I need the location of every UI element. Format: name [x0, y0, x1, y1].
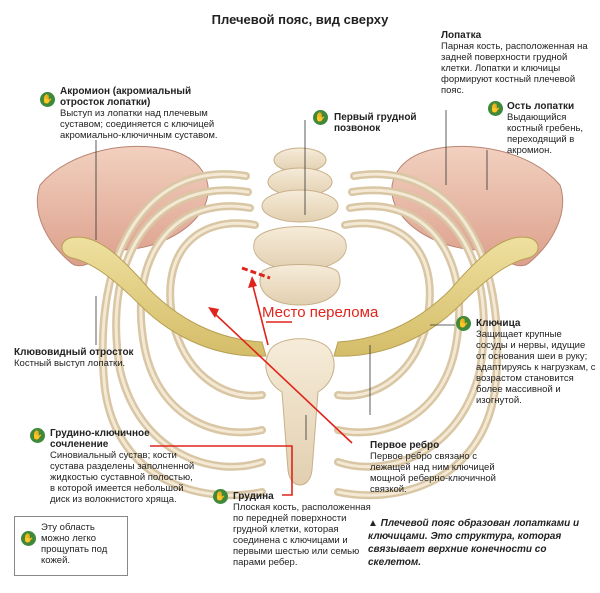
- label-acromion: Акромион (акромиальный отросток лопатки)…: [60, 86, 218, 141]
- label-first-thoracic-vertebra: Первый грудной позвонок: [334, 112, 417, 134]
- label-first-rib: Первое ребро Первое ребро связано с лежа…: [370, 440, 496, 495]
- bone-hand-icon: ✋: [40, 92, 55, 107]
- label-sternum: Грудина Плоская кость, расположенная по …: [233, 491, 371, 568]
- bone-hand-icon: ✋: [456, 316, 471, 331]
- label-sternoclavicular-joint: Грудино-ключичное сочленение Синовиальны…: [50, 428, 195, 505]
- fracture-mark: [241, 266, 271, 280]
- leader-lines: [95, 110, 488, 440]
- bone-hand-icon: ✋: [213, 489, 228, 504]
- bone-hand-icon: ✋: [313, 110, 328, 125]
- fracture-label: Место перелома: [262, 304, 379, 321]
- bone-hand-icon: ✋: [30, 428, 45, 443]
- fracture-arrows: [150, 281, 353, 496]
- right-clavicle: [333, 236, 539, 357]
- label-spine-of-scapula: Ость лопатки Выдающийся костный гребень,…: [507, 101, 584, 156]
- bone-hand-icon: ✋: [488, 101, 503, 116]
- left-clavicle: [61, 236, 267, 357]
- label-clavicle: Ключица Защищает крупные сосуды и нервы,…: [476, 318, 596, 406]
- label-coracoid-process: Клювовидный отросток Костный выступ лопа…: [14, 347, 134, 369]
- first-thoracic-vertebra: [253, 226, 347, 271]
- label-scapula: Лопатка Парная кость, расположенная на з…: [441, 30, 588, 96]
- legend-box: ✋ Эту область можно легко прощупать под …: [14, 516, 128, 576]
- vertebral-column: [253, 147, 347, 306]
- bone-hand-icon: ✋: [21, 531, 36, 546]
- page-title: Плечевой пояс, вид сверху: [211, 12, 389, 27]
- legend-text: Эту область можно легко прощупать под ко…: [41, 522, 108, 566]
- summary-caption: ▲ Плечевой пояс образован лопатками и кл…: [368, 518, 580, 568]
- sternum-shape: [265, 338, 335, 486]
